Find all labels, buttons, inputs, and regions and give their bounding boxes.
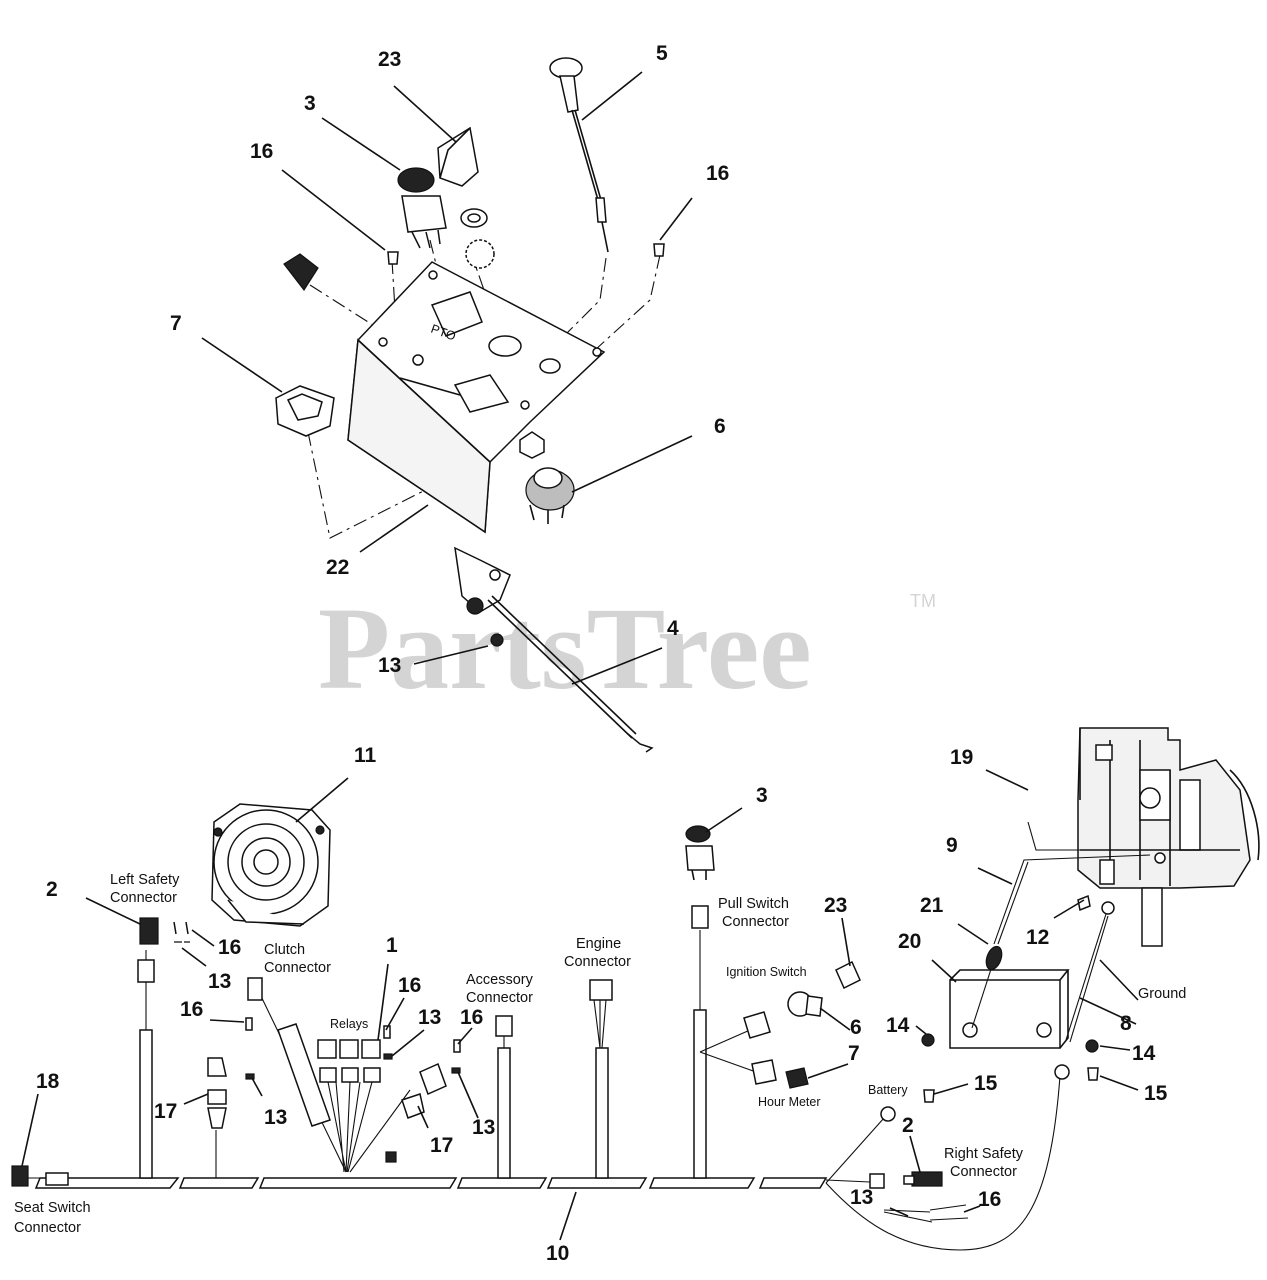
- callout-15-right: 15: [1144, 1082, 1168, 1105]
- callout-16-top-left: 16: [250, 140, 273, 163]
- label-pull-switch-2: Connector: [722, 914, 789, 930]
- callout-2-left: 2: [46, 878, 58, 901]
- battery-cables[interactable]: [971, 821, 1166, 1043]
- callout-17-middle: 17: [430, 1134, 453, 1157]
- callout-13-left-safety: 13: [208, 970, 231, 993]
- battery[interactable]: [949, 969, 1070, 1049]
- watermark-trademark: TM: [910, 591, 936, 611]
- choke-cable[interactable]: [549, 57, 609, 253]
- callout-12: 12: [1026, 926, 1049, 949]
- wiring-harness[interactable]: [11, 905, 1070, 1251]
- callout-20: 20: [898, 930, 921, 953]
- bolt-15-right: [1087, 1067, 1099, 1081]
- callout-7-bottom: 7: [848, 1042, 860, 1065]
- label-clutch-2: Connector: [264, 960, 331, 976]
- pto-switch-upper[interactable]: [397, 167, 447, 249]
- ignition-switch-lower[interactable]: [787, 991, 823, 1017]
- callout-3-bottom: 3: [756, 784, 768, 807]
- ignition-switch-upper[interactable]: [519, 431, 575, 524]
- label-engine-1: Engine: [576, 936, 621, 952]
- label-accessory-1: Accessory: [466, 972, 534, 988]
- callout-16-left: 16: [180, 998, 203, 1021]
- label-engine-2: Connector: [564, 954, 631, 970]
- leaders-upper: [201, 71, 693, 685]
- callout-19: 19: [950, 746, 973, 769]
- callout-16-right-safety: 16: [978, 1188, 1001, 1211]
- label-right-safety-2: Connector: [950, 1164, 1017, 1180]
- part-labels: Left Safety Connector Clutch Connector R…: [14, 872, 1186, 1236]
- callout-4: 4: [667, 617, 679, 640]
- label-seat-switch-1: Seat Switch: [14, 1200, 91, 1216]
- hour-meter-lower[interactable]: [785, 1067, 809, 1089]
- knob-23-lower[interactable]: [835, 960, 861, 990]
- callout-21: 21: [920, 894, 944, 917]
- label-pull-switch-1: Pull Switch: [718, 896, 789, 912]
- throttle-control[interactable]: [454, 546, 654, 753]
- pto-switch-lower[interactable]: [685, 825, 715, 881]
- label-accessory-2: Connector: [466, 990, 533, 1006]
- screws-16-left-safety: [173, 921, 189, 935]
- label-seat-switch-2: Connector: [14, 1220, 81, 1236]
- callout-numbers: 23 5 3 16 16 7 6 22 4 13 11 3 19 9 2 21 …: [36, 42, 1168, 1265]
- label-ground: Ground: [1138, 986, 1186, 1002]
- callout-16-left-safety: 16: [218, 936, 241, 959]
- callout-7-top: 7: [170, 312, 182, 335]
- callout-10: 10: [546, 1242, 569, 1265]
- callout-3-top: 3: [304, 92, 316, 115]
- callout-9: 9: [946, 834, 958, 857]
- control-panel-housing[interactable]: PTO: [347, 261, 606, 534]
- nut-14-right: [1085, 1039, 1099, 1053]
- callout-6-top: 6: [714, 415, 726, 438]
- callout-16-accessory: 16: [460, 1006, 483, 1029]
- callout-5: 5: [656, 42, 668, 65]
- screw-16-tl: [387, 251, 399, 265]
- label-left-safety-2: Connector: [110, 890, 177, 906]
- callout-8: 8: [1120, 1012, 1132, 1035]
- callout-13-relays: 13: [418, 1006, 441, 1029]
- callout-16-relays: 16: [398, 974, 421, 997]
- control-panel-assembly: PTO: [275, 57, 665, 753]
- callout-16-top-right: 16: [706, 162, 729, 185]
- callout-14-right: 14: [1132, 1042, 1156, 1065]
- callout-15-left: 15: [974, 1072, 998, 1095]
- right-safety-connector[interactable]: [903, 1171, 943, 1187]
- bolt-15-left: [923, 1089, 935, 1103]
- label-right-safety-1: Right Safety: [944, 1146, 1024, 1162]
- label-hour-meter: Hour Meter: [758, 1095, 821, 1109]
- callout-17-left: 17: [154, 1100, 177, 1123]
- hour-meter-upper[interactable]: [275, 385, 335, 437]
- callout-2-right: 2: [902, 1114, 914, 1137]
- leaders-lower: [21, 769, 1139, 1241]
- engine: [1077, 727, 1260, 947]
- pedal-pad: [283, 253, 319, 292]
- nut-14-left: [921, 1033, 935, 1047]
- callout-11: 11: [354, 744, 377, 767]
- label-left-safety-1: Left Safety: [110, 872, 180, 888]
- callout-1: 1: [386, 934, 398, 957]
- callout-13-right-safety: 13: [850, 1186, 873, 1209]
- label-battery: Battery: [868, 1083, 908, 1097]
- callout-13-left: 13: [264, 1106, 287, 1129]
- relays[interactable]: [317, 1039, 381, 1173]
- watermark-text: PartsTree: [318, 583, 812, 714]
- label-clutch-1: Clutch: [264, 942, 305, 958]
- left-safety-connector[interactable]: [139, 917, 159, 945]
- label-relays: Relays: [330, 1017, 368, 1031]
- callout-18: 18: [36, 1070, 60, 1093]
- callout-13-top: 13: [378, 654, 401, 677]
- callout-13-middle: 13: [472, 1116, 495, 1139]
- callout-23-bottom: 23: [824, 894, 847, 917]
- screw-16-tr: [653, 243, 665, 257]
- knob-23[interactable]: [437, 126, 479, 187]
- callout-23-top: 23: [378, 48, 401, 71]
- callout-22: 22: [326, 556, 349, 579]
- clutch-11[interactable]: [211, 803, 331, 927]
- label-ignition-switch: Ignition Switch: [726, 965, 807, 979]
- callout-6-bottom: 6: [850, 1016, 862, 1039]
- callout-14-left: 14: [886, 1014, 910, 1037]
